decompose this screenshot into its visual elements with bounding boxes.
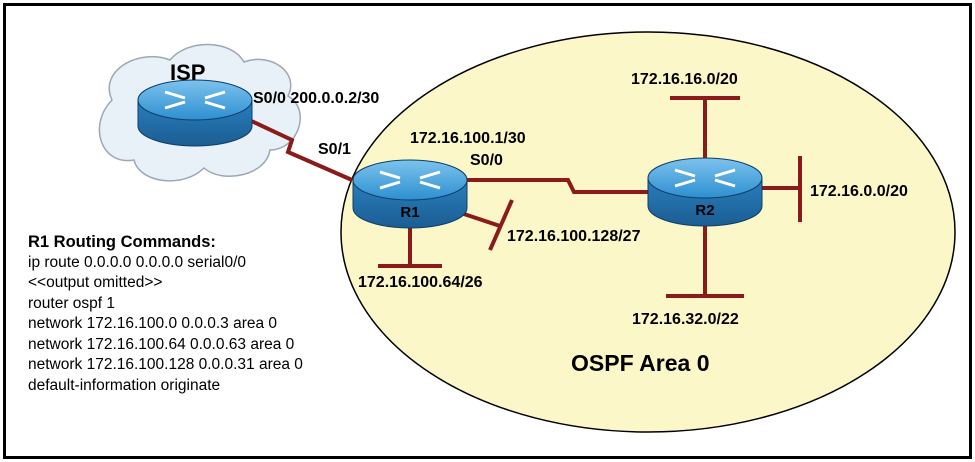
r2-router-icon[interactable]: R2 [647, 157, 763, 227]
r2-router-name: R2 [695, 202, 714, 219]
commands-title: R1 Routing Commands: [28, 233, 216, 251]
command-line: network 172.16.100.128 0.0.0.31 area 0 [28, 356, 303, 373]
command-line: network 172.16.100.0 0.0.0.3 area 0 [28, 315, 278, 332]
r1-lan-128-bar [488, 199, 514, 251]
r1-lan-64-label: 172.16.100.64/26 [358, 274, 483, 291]
r2-right-network-label: 172.16.0.0/20 [810, 183, 908, 200]
command-line: network 172.16.100.64 0.0.0.63 area 0 [28, 335, 295, 353]
r2-bottom-network-label: 172.16.32.0/22 [632, 311, 739, 328]
ospf-area-label: OSPF Area 0 [571, 350, 710, 376]
r1-lan-128-link [457, 210, 501, 228]
r1-s00-ip-label: 172.16.100.1/30 [410, 130, 526, 147]
command-line: default-information originate [28, 376, 221, 394]
command-line: router ospf 1 [28, 294, 116, 312]
r1-lan-128-label: 172.16.100.128/27 [507, 228, 641, 245]
isp-r1-serial-link [244, 116, 353, 182]
isp-s00-label: S0/0 200.0.0.2/30 [253, 90, 380, 107]
command-line: <<output omitted>> [28, 274, 163, 291]
r2-top-network-label: 172.16.16.0/20 [631, 71, 738, 88]
r1-r2-serial-link [466, 178, 660, 194]
r1-s01-label: S0/1 [318, 141, 351, 158]
isp-router-icon[interactable] [137, 79, 253, 147]
r1-s00-label: S0/0 [470, 152, 503, 169]
r1-router-icon[interactable]: R1 [352, 159, 468, 229]
r1-router-name: R1 [400, 204, 419, 221]
command-line: ip route 0.0.0.0 0.0.0.0 serial0/0 [28, 253, 247, 271]
isp-label: ISP [170, 60, 206, 85]
ospf-area-ellipse [340, 31, 956, 433]
r1-routing-commands: R1 Routing Commands: ip route 0.0.0.0 0.… [28, 232, 303, 396]
